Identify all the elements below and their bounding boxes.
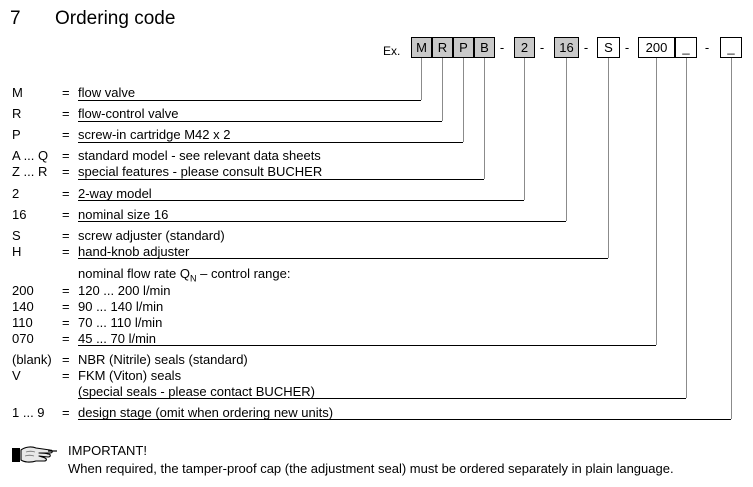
leader-2-vertical [524, 58, 525, 200]
row-r-equals: = [62, 106, 70, 121]
row-2-key: 2 [12, 186, 20, 201]
example-label: Ex. [383, 44, 401, 58]
row-design-stage-description: design stage (omit when ordering new uni… [78, 405, 334, 420]
code-box-16[interactable]: 16 [554, 37, 579, 58]
row-070-description: 45 ... 70 l/min [78, 331, 157, 346]
code-separator-dash: - [704, 40, 710, 55]
row-blank-description: NBR (Nitrile) seals (standard) [78, 352, 248, 367]
row-v-equals: = [62, 368, 70, 383]
row-s-key: S [12, 228, 21, 243]
leader-r-vertical [442, 58, 443, 121]
row-16-description: nominal size 16 [78, 207, 169, 222]
row-m-key: M [12, 85, 23, 100]
row-blank-key: (blank) [12, 352, 52, 367]
row-140-key: 140 [12, 299, 34, 314]
row-r-description: flow-control valve [78, 106, 179, 121]
note-text: When required, the tamper-proof cap (the… [68, 461, 674, 476]
leader-b-horizontal [78, 179, 484, 180]
leader-flow-rate-horizontal [78, 345, 656, 346]
row-200-description: 120 ... 200 l/min [78, 283, 171, 298]
code-box-seal[interactable]: _ [675, 37, 697, 58]
row-p-description: screw-in cartridge M42 x 2 [78, 127, 231, 142]
leader-m-vertical [421, 58, 422, 100]
code-separator-dash: - [499, 40, 505, 55]
page-title: Ordering code [55, 8, 176, 29]
code-separator-dash: - [583, 40, 589, 55]
code-box-s[interactable]: S [597, 37, 620, 58]
row-z-r-key: Z ... R [12, 164, 48, 179]
row-200-key: 200 [12, 283, 34, 298]
row-blank-equals: = [62, 352, 70, 367]
row-m-equals: = [62, 85, 70, 100]
row-110-description: 70 ... 110 l/min [78, 315, 163, 330]
row-a-q-equals: = [62, 148, 70, 163]
row-200-equals: = [62, 283, 70, 298]
row-140-equals: = [62, 299, 70, 314]
row-a-q-description: standard model - see relevant data sheet… [78, 148, 321, 163]
row-special-seals-description: (special seals - please contact BUCHER) [78, 384, 315, 399]
row-p-key: P [12, 127, 21, 142]
row-s-description: screw adjuster (standard) [78, 228, 225, 243]
note-title: IMPORTANT! [68, 443, 147, 458]
leader-adjuster-horizontal [78, 258, 608, 259]
row-m-description: flow valve [78, 85, 136, 100]
row-design-stage-key: 1 ... 9 [12, 405, 45, 420]
leader-seals-vertical [686, 58, 687, 398]
leader-2-horizontal [78, 200, 524, 201]
row-2-equals: = [62, 186, 70, 201]
code-box-2[interactable]: 2 [514, 37, 535, 58]
row-p-equals: = [62, 127, 70, 142]
row-design-stage-equals: = [62, 405, 70, 420]
row-2-description: 2-way model [78, 186, 152, 201]
row-110-equals: = [62, 315, 70, 330]
code-box-200[interactable]: 200 [638, 37, 675, 58]
leader-adjuster-vertical [608, 58, 609, 258]
code-box-b[interactable]: B [474, 37, 495, 58]
row-z-r-description: special features - please consult BUCHER [78, 164, 323, 179]
leader-m-horizontal [78, 100, 421, 101]
row-h-key: H [12, 244, 22, 259]
flow-rate-header: nominal flow rate QN – control range: [78, 266, 291, 284]
code-separator-dash: - [624, 40, 630, 55]
leader-flow-rate-vertical [656, 58, 657, 345]
row-s-equals: = [62, 228, 70, 243]
row-v-description: FKM (Viton) seals [78, 368, 182, 383]
pointing-hand-icon [12, 446, 57, 463]
section-number: 7 [10, 8, 21, 29]
row-r-key: R [12, 106, 22, 121]
row-110-key: 110 [12, 315, 33, 330]
row-z-r-equals: = [62, 164, 70, 179]
leader-p-vertical [463, 58, 464, 142]
leader-b-vertical [484, 58, 485, 179]
row-140-description: 90 ... 140 l/min [78, 299, 164, 314]
leader-16-vertical [566, 58, 567, 221]
leader-design-stage-vertical [731, 58, 732, 419]
code-box-m[interactable]: M [411, 37, 432, 58]
leader-16-horizontal [78, 221, 566, 222]
leader-seals-horizontal [78, 398, 686, 399]
row-16-key: 16 [12, 207, 27, 222]
leader-design-stage-horizontal [78, 419, 731, 420]
row-v-key: V [12, 368, 21, 383]
flow-rate-subscript: N [190, 273, 197, 284]
row-16-equals: = [62, 207, 70, 222]
leader-r-horizontal [78, 121, 442, 122]
code-box-design-stage[interactable]: _ [720, 37, 742, 58]
row-070-equals: = [62, 331, 70, 346]
leader-p-horizontal [78, 142, 463, 143]
row-a-q-key: A ... Q [12, 148, 49, 163]
code-box-r[interactable]: R [432, 37, 453, 58]
code-box-p[interactable]: P [453, 37, 474, 58]
row-070-key: 070 [12, 331, 34, 346]
code-separator-dash: - [539, 40, 545, 55]
row-h-equals: = [62, 244, 70, 259]
row-h-description: hand-knob adjuster [78, 244, 190, 259]
